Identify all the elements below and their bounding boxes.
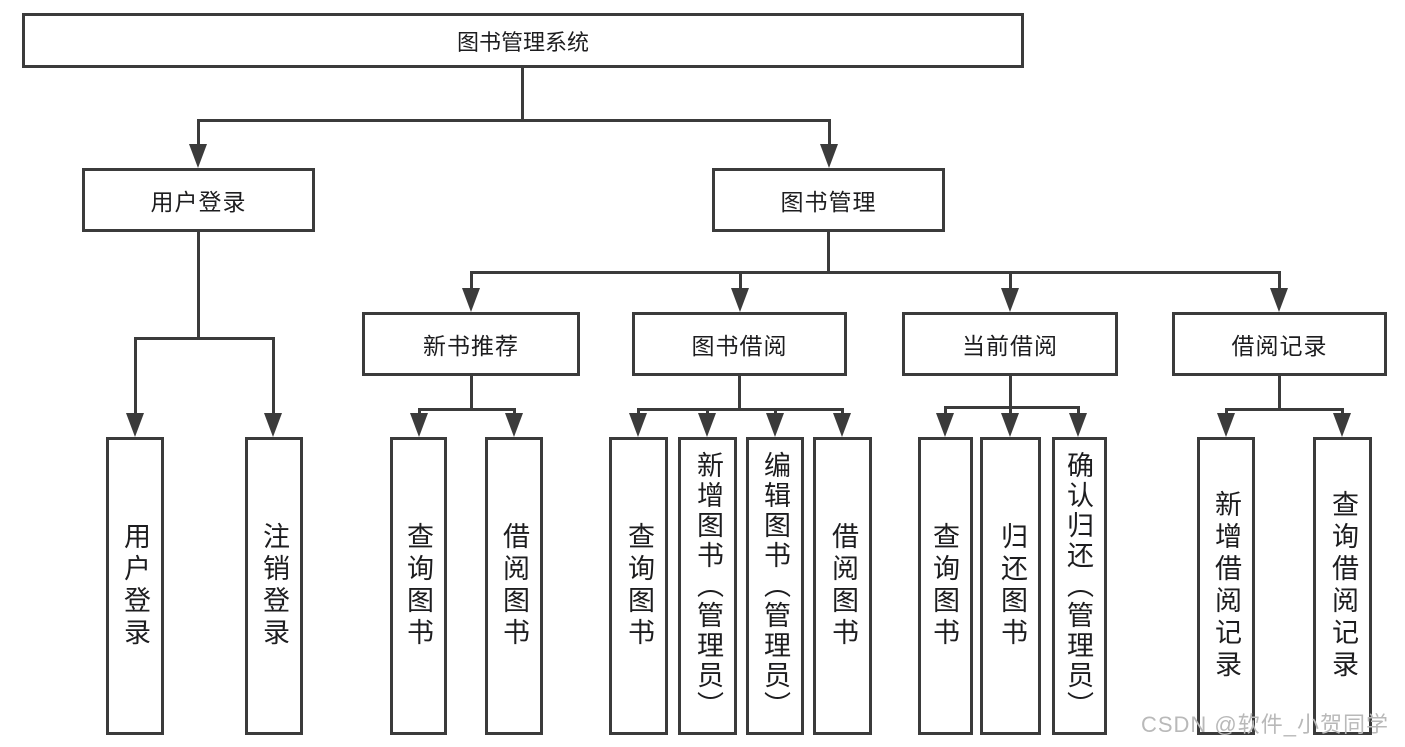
connector-line: [521, 68, 524, 119]
arrow-head: [1001, 288, 1019, 312]
connector-line: [470, 271, 1281, 274]
arrow-head: [1270, 288, 1288, 312]
connector-line: [513, 408, 516, 415]
connector-line: [1278, 376, 1281, 408]
leaf-user-login: 用户登录: [106, 437, 164, 735]
node-current-borrow: 当前借阅: [902, 312, 1118, 376]
arrow-head: [833, 413, 851, 437]
node-label: 用户登录: [150, 189, 247, 215]
connector-line: [944, 406, 947, 415]
connector-line: [1009, 376, 1012, 406]
connector-line: [418, 408, 516, 411]
leaf-query-borrow-record: 查询借阅记录: [1313, 437, 1372, 735]
connector-line: [1225, 408, 1342, 411]
arrow-head: [1333, 413, 1351, 437]
node-label: 图书借阅: [691, 333, 788, 359]
leaf-borrow-book: 借阅图书: [485, 437, 543, 735]
arrow-head: [264, 413, 282, 437]
arrow-head: [505, 413, 523, 437]
connector-line: [1341, 408, 1344, 415]
arrow-head: [189, 144, 207, 168]
node-book-borrow: 图书借阅: [632, 312, 847, 376]
connector-line: [738, 376, 741, 408]
connector-line: [1077, 406, 1080, 415]
connector-line: [774, 408, 777, 415]
connector-line: [1278, 271, 1281, 290]
node-label: 新书推荐: [423, 333, 519, 359]
arrow-head: [410, 413, 428, 437]
connector-line: [418, 408, 421, 415]
connector-line: [197, 119, 200, 147]
connector-line: [197, 232, 200, 337]
connector-line: [197, 119, 831, 122]
arrow-head: [1001, 413, 1019, 437]
connector-line: [828, 119, 831, 147]
connector-line: [470, 271, 473, 290]
arrow-head: [820, 144, 838, 168]
node-root-system: 图书管理系统: [22, 13, 1024, 68]
node-label: 借阅记录: [1231, 333, 1328, 359]
connector-line: [827, 232, 830, 271]
connector-line: [1009, 271, 1012, 290]
node-user-login: 用户登录: [82, 168, 315, 232]
arrow-head: [698, 413, 716, 437]
connector-line: [1225, 408, 1228, 415]
connector-line: [1009, 406, 1012, 415]
node-new-book-recommend: 新书推荐: [362, 312, 580, 376]
leaf-logout: 注销登录: [245, 437, 303, 735]
leaf-query-book: 查询图书: [918, 437, 973, 735]
arrow-head: [462, 288, 480, 312]
leaf-confirm-return-admin: 确认归还（管理员）: [1052, 437, 1107, 735]
node-label: 图书管理系统: [456, 29, 589, 55]
csdn-watermark: CSDN @软件_小贺同学: [1140, 712, 1389, 737]
arrow-head: [936, 413, 954, 437]
leaf-add-borrow-record: 新增借阅记录: [1197, 437, 1255, 735]
leaf-edit-book-admin: 编辑图书（管理员）: [746, 437, 804, 735]
node-label: 当前借阅: [962, 333, 1058, 359]
arrow-head: [1069, 413, 1087, 437]
connector-line: [637, 408, 640, 415]
leaf-query-book: 查询图书: [390, 437, 447, 735]
node-label: 图书管理: [780, 189, 877, 215]
arrow-head: [126, 413, 144, 437]
connector-line: [470, 376, 473, 408]
node-borrow-record: 借阅记录: [1172, 312, 1387, 376]
connector-line: [841, 408, 844, 415]
connector-line: [272, 337, 275, 415]
connector-line: [739, 271, 742, 290]
leaf-return-book: 归还图书: [980, 437, 1041, 735]
arrow-head: [1217, 413, 1235, 437]
leaf-add-book-admin: 新增图书（管理员）: [678, 437, 737, 735]
arrow-head: [731, 288, 749, 312]
connector-line: [134, 337, 137, 415]
connector-line: [134, 337, 275, 340]
connector-line: [706, 408, 709, 415]
arrow-head: [766, 413, 784, 437]
node-book-management: 图书管理: [712, 168, 945, 232]
connector-line: [637, 408, 843, 411]
leaf-borrow-book: 借阅图书: [813, 437, 872, 735]
arrow-head: [629, 413, 647, 437]
leaf-query-book: 查询图书: [609, 437, 668, 735]
